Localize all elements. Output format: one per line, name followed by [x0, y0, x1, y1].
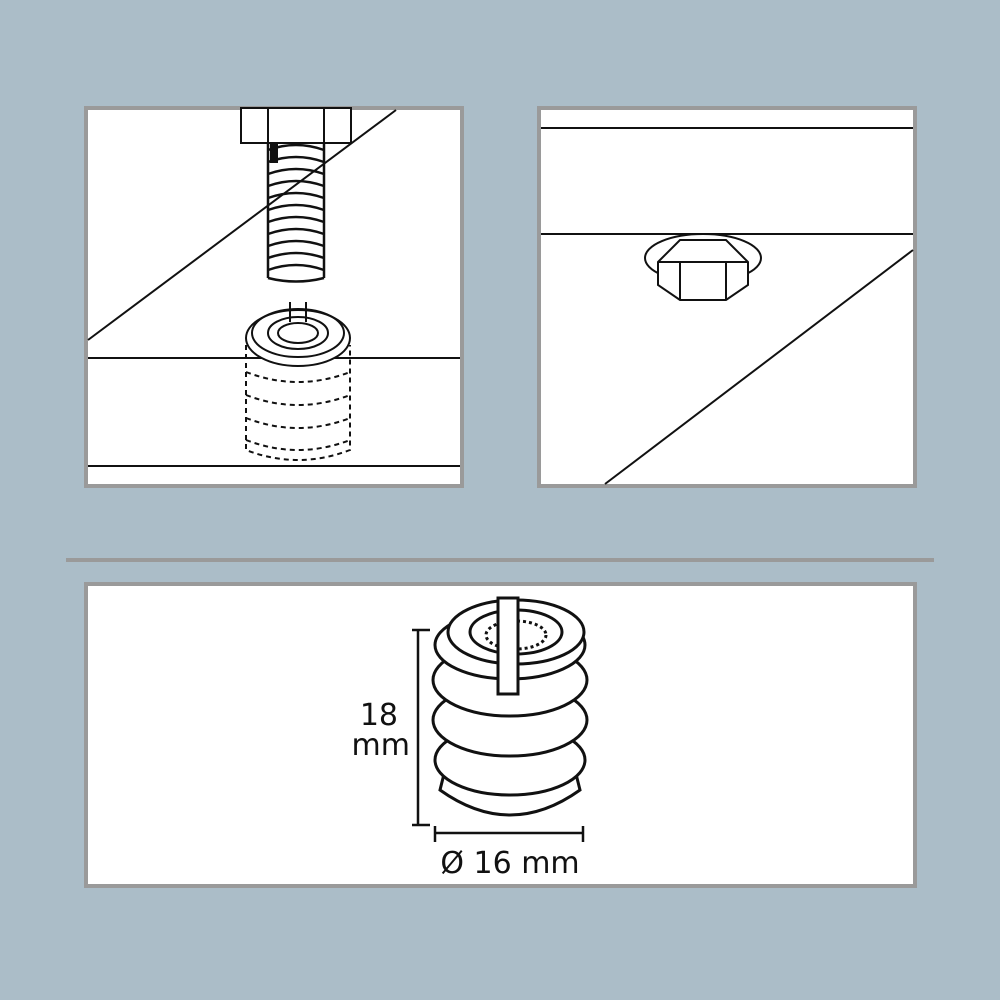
diameter-dimension-line — [433, 826, 585, 842]
bolt-icon — [240, 107, 352, 283]
height-dimension-line — [412, 628, 430, 827]
panel-insert-dimensions: 18 mm Ø 16 mm — [84, 582, 917, 888]
panel-insert-in-wood — [84, 106, 464, 488]
hex-nut-icon — [644, 233, 762, 301]
height-unit: mm — [352, 728, 410, 763]
threaded-insert-icon — [431, 596, 589, 817]
threaded-insert-icon — [245, 302, 351, 461]
panel-nut-view — [537, 106, 917, 488]
diameter-label: Ø 16 mm — [440, 846, 579, 881]
height-value: 18 — [360, 698, 398, 733]
